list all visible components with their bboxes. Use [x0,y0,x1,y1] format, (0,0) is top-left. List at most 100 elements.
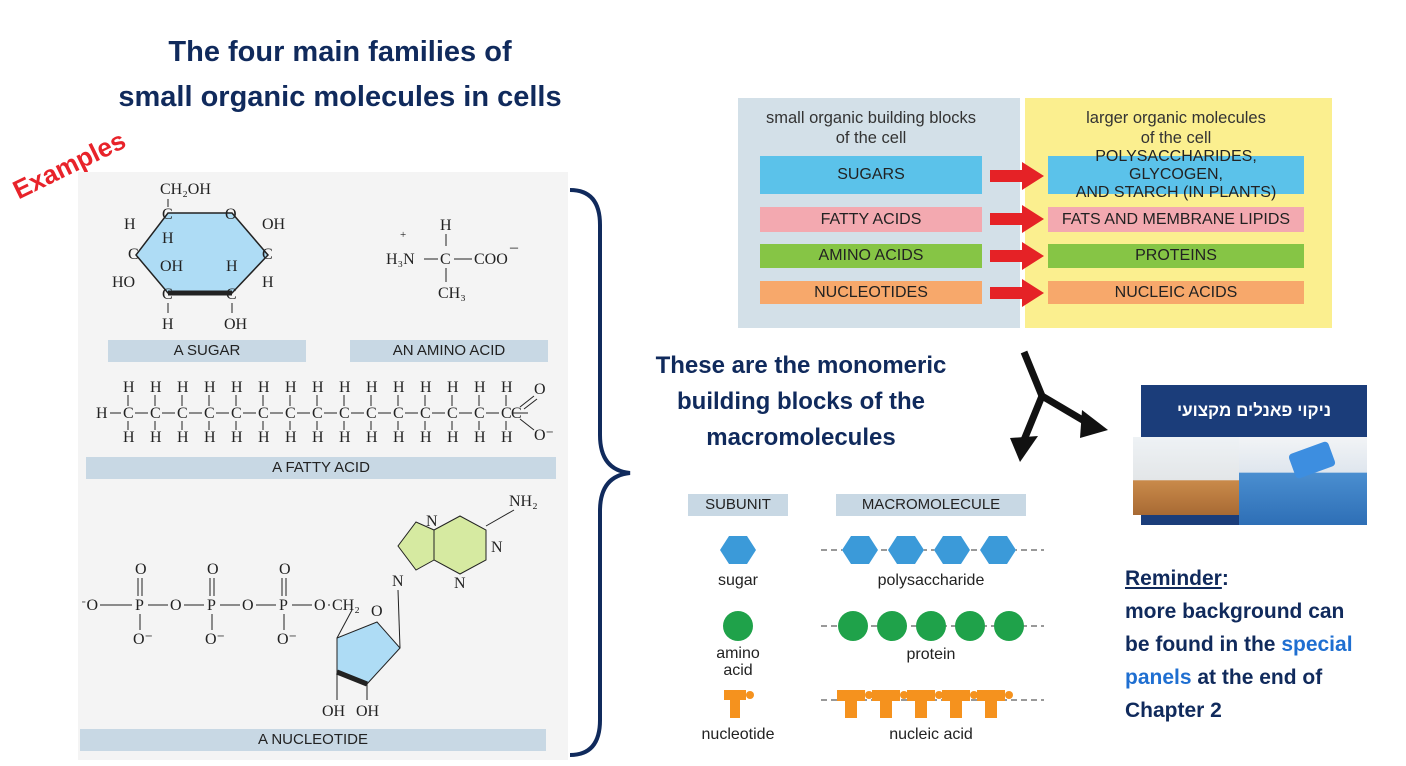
reminder-line-2-pre: be found in the [1125,633,1282,656]
nucleic-acid-chain [837,690,1013,718]
fa-h-top: H [258,379,270,396]
macromolecule-header: MACROMOLECULE [836,494,1026,516]
title-line-1: The four main families of [168,36,512,68]
phosphate-bridge-o: O [170,597,182,614]
nuc-n1: N [491,539,503,556]
reminder-panels-link: panels [1125,666,1192,689]
phosphate-o-minus: O⁻ [133,631,153,648]
nucleotides-box: NUCLEOTIDES [760,281,982,304]
nucleotide-shape-icon [724,690,754,718]
nuc-n4: N [392,573,404,590]
sugar-ch2oh: CH₂OH [160,181,211,198]
fa-carbon: C [150,405,161,422]
sugar-h4: H [262,274,274,291]
panel-ad-title: ניקוי פאנלים מקצועי [1176,401,1332,420]
arrow-right-head [1080,410,1108,438]
reminder-colon: : [1221,567,1229,590]
polysaccharide-chain [842,536,1016,564]
phosphate-bridge-o: O [242,597,254,614]
amino-acids-box: AMINO ACIDS [760,244,982,268]
arrow-row-2 [990,205,1044,233]
nucleic-acid-unit [872,690,900,701]
nucleic-acid-unit [907,690,935,701]
fatty-acid-chain: HCHHCHHCHHCHHCHHCHHCHHCHHCHHCHHCHHCHHCHH… [110,379,538,446]
protein-unit [955,611,985,641]
amino-acid-label: AN AMINO ACID [350,340,548,362]
subunit-header: SUBUNIT [688,494,788,516]
fa-h-top: H [501,379,513,396]
panel-ad[interactable]: ניקוי פאנלים מקצועי [1133,385,1367,525]
nucleic-acids-box: NUCLEIC ACIDS [1048,281,1304,304]
subunit-nucleotide: nucleotide [701,726,775,743]
panel-ad-photo-cleaning [1133,437,1239,515]
fa-h-top: H [420,379,432,396]
fa-h-bottom: H [177,429,189,446]
reminder-heading-row: Reminder: [1125,562,1405,595]
left-header-line-2: of the cell [835,129,907,147]
fa-carbon: C [123,405,134,422]
fa-h-bottom: H [258,429,270,446]
subunit-amino-line-2: acid [723,662,753,679]
arrow-row-4 [990,279,1044,307]
fa-h-top: H [204,379,216,396]
fatty-acids-box: FATTY ACIDS [760,207,982,232]
fa-h-top: H [177,379,189,396]
nuc-minus-o: ⁻O [82,597,98,614]
phosphate-o-top: O [135,561,147,578]
aa-ch3: CH₃ [438,285,466,302]
phosphate-o-minus: O⁻ [205,631,225,648]
base-pentagon [397,521,435,571]
fa-h-top: H [312,379,324,396]
aa-h3n: H₃N [386,251,415,268]
sugar-h5: H [162,316,174,333]
sugar-structure: CH₂OH C O H H OH C C OH H HO H C C H OH [112,181,286,333]
reminder-heading: Reminder [1125,567,1222,590]
nucleotide-label: A NUCLEOTIDE [80,729,546,751]
fa-h-bottom: H [231,429,243,446]
fa-h-top: H [447,379,459,396]
ribose-ring [336,621,401,685]
fa-h-top: H [393,379,405,396]
nucleic-acid-unit [977,690,1005,701]
sugar-c4: C [162,286,173,303]
sugar-c2: C [128,246,139,263]
nuc-nh2: NH₂ [509,493,538,510]
monomer-line-1: These are the monomeric [655,352,947,379]
arrow-row-3 [990,242,1044,270]
monomer-line-3: macromolecules [706,424,896,451]
subunit-amino-acid: amino acid [688,645,788,679]
fa-h-top: H [123,379,135,396]
fa-carbon: C [366,405,377,422]
fa-h-bottom: H [393,429,405,446]
fatty-acid-structure: HCHHCHHCHHCHHCHHCHHCHHCHHCHHCHHCHHCHHCHH… [96,379,554,446]
fa-carbon: C [339,405,350,422]
fa-h-bottom: H [501,429,513,446]
macro-nucleic-acid: nucleic acid [889,726,973,743]
fa-h-top: H [231,379,243,396]
fats-box: FATS AND MEMBRANE LIPIDS [1048,207,1304,232]
subunit-icons [720,536,1044,718]
fa-carbon: C [204,405,215,422]
sugar-c3: C [262,246,273,263]
fa-carbon: C [258,405,269,422]
sugar-h2: H [162,230,174,247]
nuc-ribose-o: O [371,603,383,620]
nuc-oh1: OH [322,703,346,720]
sugar-oh3: OH [224,316,248,333]
phosphate-p: P [135,597,144,614]
fa-h-bottom: H [447,429,459,446]
proteins-box: PROTEINS [1048,244,1304,268]
right-header-line-2: of the cell [1140,129,1212,147]
sugars-box: SUGARS [760,156,982,194]
amino-acid-structure: H + H₃N C COO – CH₃ [386,217,519,302]
sugar-h3: H [226,258,238,275]
sugar-ring [135,212,270,294]
protein-unit [916,611,946,641]
aa-minus: – [509,239,519,256]
fa-h-top: H [366,379,378,396]
fa-carbon: C [393,405,404,422]
fa-carbon: C [231,405,242,422]
reminder-special-link: special [1281,633,1353,656]
fa-h-bottom: H [366,429,378,446]
